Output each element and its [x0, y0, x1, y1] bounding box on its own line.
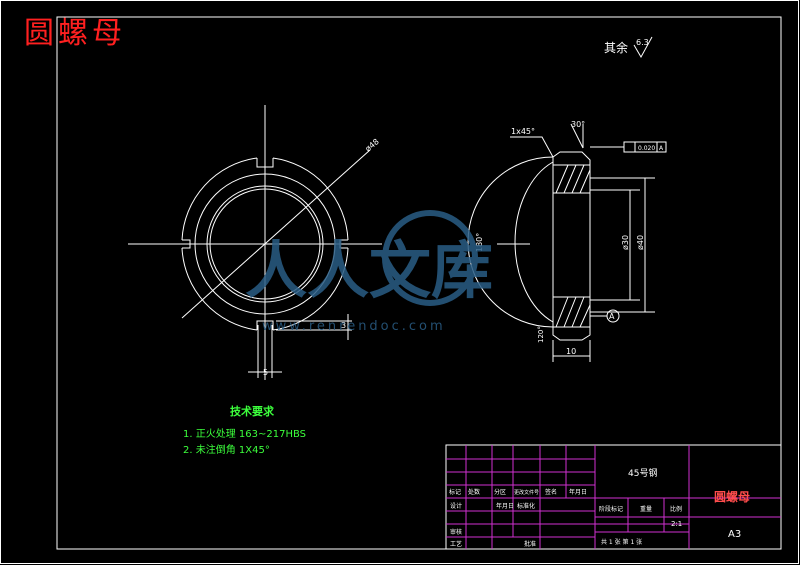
dim-angle-120: 120°	[537, 326, 545, 343]
roughness-value: 6.3	[636, 38, 649, 47]
dim-bore-b: ø40	[636, 235, 645, 250]
nut-body	[552, 151, 591, 341]
datum-label: A	[609, 312, 615, 321]
dim-angle-180: 180°	[475, 233, 484, 252]
side-arc-left	[467, 156, 554, 328]
bore-circle	[209, 188, 321, 300]
side-view: ø30 ø40 10 1x45° 30° 180° 120° 0.020 A A	[467, 120, 667, 362]
dim-chamfer: 1x45°	[511, 127, 535, 136]
section-hatching	[555, 164, 591, 328]
tech-heading: 技术要求	[230, 404, 275, 418]
dim-thickness: 10	[566, 347, 576, 356]
angle-leader	[570, 123, 584, 149]
watermark-url: www.renrendoc.com	[262, 319, 446, 334]
tb-h2: 分区	[494, 488, 506, 496]
thickness-dimension	[552, 340, 591, 362]
roughness-note: 其余 6.3	[604, 36, 653, 59]
tb-row-review: 审核	[450, 528, 462, 536]
tb-stage: 阶段标记	[599, 505, 623, 513]
tb-material: 45号钢	[628, 467, 657, 479]
tb-part-name: 圆螺母	[714, 489, 750, 504]
tb-scale: 2:1	[671, 520, 682, 528]
tolerance-frame	[623, 141, 667, 153]
datum-circle	[606, 309, 620, 323]
tb-h4: 签名	[545, 488, 557, 496]
tb-scale-label: 比例	[670, 505, 682, 513]
tb-weight: 重量	[640, 505, 652, 513]
watermark-text: 人人文库	[245, 234, 493, 307]
tb-mid-date: 年月日	[496, 502, 514, 510]
watermark: 人人文库 www.renrendoc.com	[245, 210, 493, 334]
diameter-dimension-lines	[590, 177, 655, 313]
dim-angle-30: 30°	[571, 120, 585, 129]
slot-depth-dimension	[276, 314, 352, 340]
roughness-symbol	[633, 36, 653, 59]
tb-h1: 处数	[468, 488, 480, 496]
drawing-title: 圆螺母	[24, 16, 126, 51]
tb-sheet-count: 共 1 张 第 1 张	[601, 538, 642, 546]
tolerance-value: 0.020	[638, 145, 655, 152]
tb-h0: 标记	[449, 488, 461, 496]
dim-bore-a: ø30	[621, 235, 630, 250]
tb-h3: 更改文件号	[514, 489, 539, 496]
tb-row-process: 工艺	[450, 540, 462, 548]
dim-outer-diameter: ø48	[364, 137, 381, 154]
tech-item-2: 2. 未注倒角 1X45°	[183, 443, 270, 456]
drawing-frame	[56, 16, 782, 550]
tb-mid-approve: 批准	[524, 540, 536, 548]
front-view: ø48 5 3	[128, 105, 382, 380]
hatch-top-section	[552, 164, 591, 194]
tolerance-datum: A	[659, 145, 664, 152]
side-arc-inner	[514, 161, 554, 323]
chamfer-leader	[510, 136, 554, 158]
dim-slot-width: 5	[263, 368, 268, 377]
diameter-leader	[181, 149, 371, 319]
slot-width-dimension	[248, 325, 282, 378]
tb-mid-standard: 标准化	[517, 502, 535, 510]
tb-sheet-size: A3	[728, 529, 741, 540]
roughness-label: 其余	[604, 40, 628, 55]
tech-item-1: 1. 正火处理 163~217HBS	[183, 428, 306, 440]
watermark-ring	[382, 210, 478, 306]
slot-outlines	[182, 158, 348, 330]
tb-h5: 年月日	[569, 488, 587, 496]
inner-circle-1	[194, 173, 336, 315]
outer-contour	[181, 157, 349, 331]
thread-circle	[206, 185, 324, 303]
tb-row-design: 设计	[450, 502, 462, 510]
dim-slot-depth: 3	[341, 321, 346, 330]
hatch-bottom-section	[552, 296, 591, 328]
title-block: 45号钢 圆螺母 A3 2:1 标记 处数 分区 更改文件号 签名 年月日 设计…	[445, 444, 782, 550]
technical-requirements: 技术要求 1. 正火处理 163~217HBS 2. 未注倒角 1X45°	[183, 404, 306, 456]
